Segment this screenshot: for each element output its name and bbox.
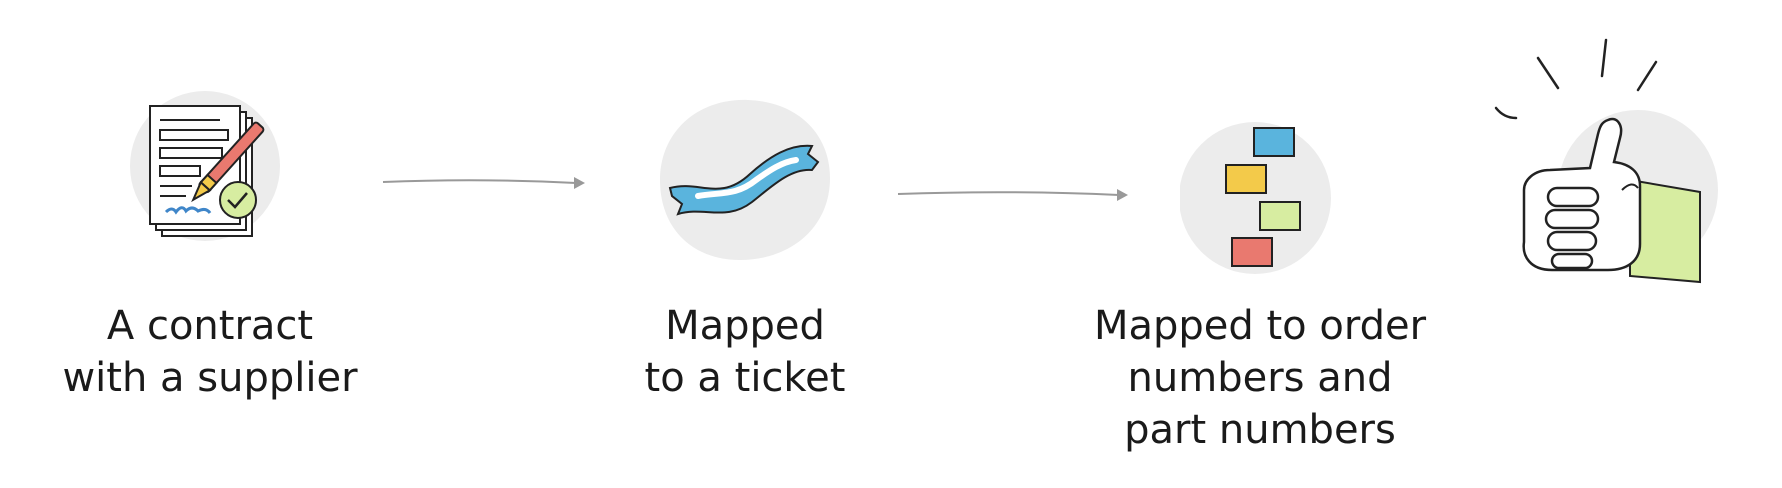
step-1-line-1: A contract: [106, 303, 314, 349]
thumbs-up-icon: [1494, 38, 1718, 284]
step-3-label: Mapped to order numbers and part numbers: [1065, 300, 1455, 456]
ticket-ribbon-icon: [660, 99, 830, 261]
step-1-label: A contract with a supplier: [30, 300, 390, 404]
step-2-line-2: to a ticket: [644, 355, 846, 401]
contract-signing-icon: [130, 91, 280, 241]
step-1-line-2: with a supplier: [62, 355, 358, 401]
flow-arrow-1: [382, 177, 585, 189]
flow-arrow-2: [897, 189, 1128, 201]
step-3-line-3: part numbers: [1124, 407, 1396, 453]
step-3-line-1: Mapped to order: [1093, 303, 1427, 349]
stacked-blocks-icon: [1180, 122, 1331, 274]
step-2-line-1: Mapped: [665, 303, 825, 349]
step-2-label: Mapped to a ticket: [600, 300, 890, 404]
step-3-line-2: numbers and: [1127, 355, 1393, 401]
